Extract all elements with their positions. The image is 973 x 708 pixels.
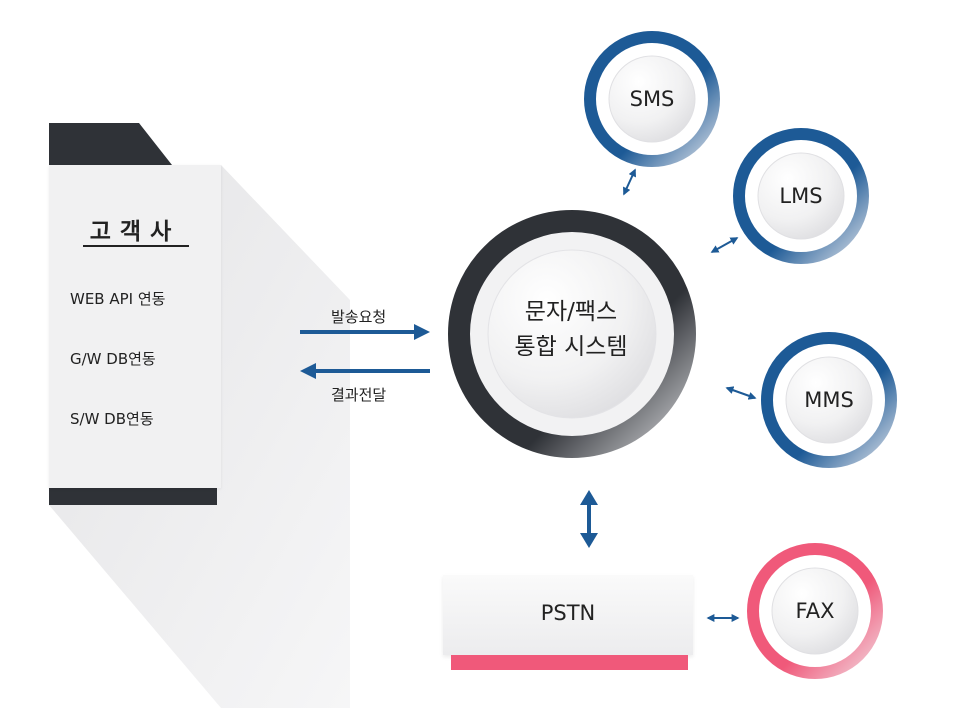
pstn-accent-bar xyxy=(451,655,688,670)
card-bottom-bar xyxy=(49,488,217,505)
center-line-1: 문자/팩스 xyxy=(524,299,618,325)
lms-label: LMS xyxy=(779,184,823,208)
card-shadow xyxy=(49,165,350,708)
sms-label: SMS xyxy=(629,87,675,111)
fax-label: FAX xyxy=(795,599,835,623)
pstn-label: PSTN xyxy=(540,601,596,625)
center-line-2: 통합 시스템 xyxy=(514,334,628,360)
customer-card: 고객사 WEB API 연동 G/W DB연동 S/W DB연동 xyxy=(49,165,221,488)
request-label: 발송요청 xyxy=(331,308,387,326)
pstn-box xyxy=(443,575,693,655)
customer-title-underline xyxy=(83,245,189,247)
customer-item-gw-db: G/W DB연동 xyxy=(70,350,156,368)
lms-circle xyxy=(733,128,869,264)
request-arrow xyxy=(300,324,430,340)
center-circle xyxy=(448,210,696,458)
center-system-label: 문자/팩스 통합 시스템 xyxy=(496,295,646,365)
result-arrow xyxy=(300,363,430,379)
card-top-tab xyxy=(49,123,172,165)
customer-item-sw-db: S/W DB연동 xyxy=(70,410,154,428)
result-label: 결과전달 xyxy=(331,386,387,404)
customer-item-web-api: WEB API 연동 xyxy=(70,290,166,308)
customer-title: 고객사 xyxy=(89,219,181,245)
pstn-link-arrow xyxy=(580,490,598,548)
mms-label: MMS xyxy=(804,388,854,412)
sms-circle xyxy=(584,31,720,167)
sms-link-arrow xyxy=(623,168,636,196)
lms-link-arrow xyxy=(710,237,739,253)
mms-circle xyxy=(761,332,897,468)
fax-circle xyxy=(747,543,883,679)
mms-link-arrow xyxy=(725,386,757,400)
